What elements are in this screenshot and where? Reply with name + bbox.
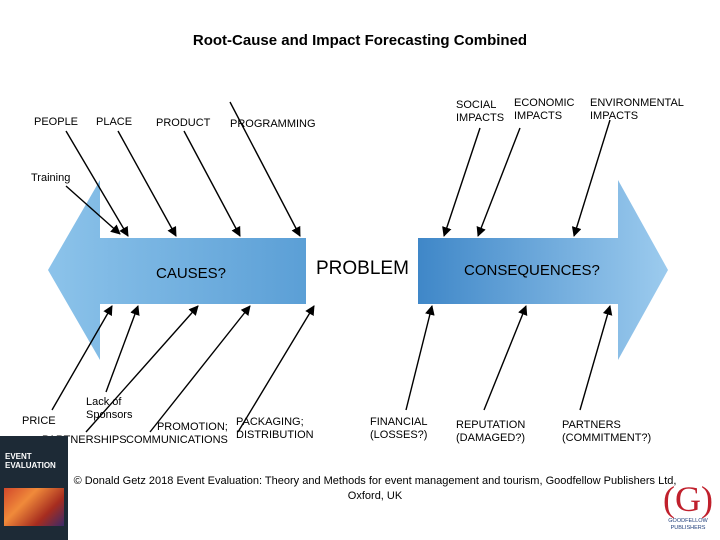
label-lack-of-sponsors: Lack of Sponsors [86,396,133,421]
problem-label: PROBLEM [316,258,409,279]
label-place: PLACE [96,116,133,128]
label-packaging: PACKAGING; DISTRIBUTION [236,416,314,441]
diagram-title: Root-Cause and Impact Forecasting Combin… [192,32,528,49]
bone-lack-of-sponsors [105,305,140,393]
bone-partners [579,305,613,411]
consequences-arrow [418,180,668,360]
bone-reputation [483,305,528,411]
label-reputation: REPUTATION (DAMAGED?) [456,419,526,444]
bone-economic [476,127,521,237]
bone-place [117,130,177,237]
bone-people [65,130,129,237]
label-product: PRODUCT [156,117,211,129]
bone-product [183,130,241,237]
label-environmental-impacts: ENVIRONMENTAL IMPACTS [590,97,684,122]
logo-mark: (G) [663,479,713,519]
label-people: PEOPLE [34,116,79,128]
bone-training [65,185,121,235]
causes-arrow [48,180,306,360]
bone-partnerships [85,305,199,433]
label-economic-impacts: ECONOMIC IMPACTS [514,97,575,122]
label-promotion: PROMOTION; COMMUNICATIONS [126,421,228,446]
causes-label: CAUSES? [156,265,227,282]
logo-text: GOODFELLOW PUBLISHERS [668,518,708,531]
label-programming: PROGRAMMING [230,118,316,130]
publisher-logo: (G) GOODFELLOW PUBLISHERS [660,480,716,536]
copyright-footer: © Donald Getz 2018 Event Evaluation: The… [73,475,677,502]
bone-financial [405,305,435,411]
bone-promotion [149,305,251,433]
consequences-label: CONSEQUENCES? [464,262,600,279]
label-training: Training [31,172,71,184]
bone-environmental [571,119,611,237]
book-cover-image: EVENT EVALUATION [0,436,68,540]
label-financial: FINANCIAL (LOSSES?) [370,416,428,441]
bone-programming [229,101,301,237]
book-title: EVENT EVALUATION [5,452,56,470]
bone-packaging [237,305,315,433]
label-partners: PARTNERS (COMMITMENT?) [562,419,652,444]
label-social-impacts: SOCIAL IMPACTS [456,99,505,124]
label-price: PRICE [22,415,56,427]
bone-price [51,305,113,411]
bone-social [442,127,481,237]
book-cover-artwork [4,488,64,526]
